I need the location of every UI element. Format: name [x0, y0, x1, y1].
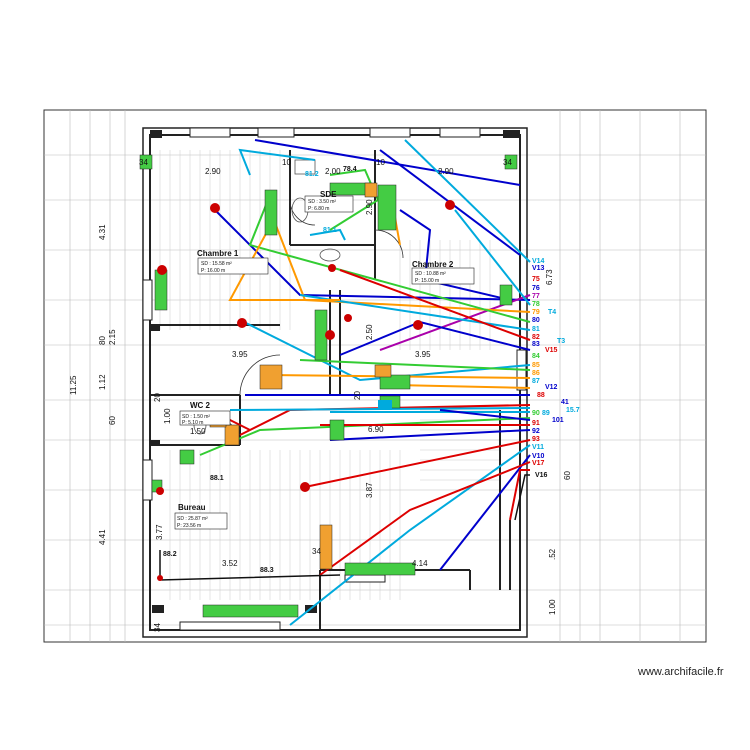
dim-34a: 34	[139, 158, 148, 167]
circuit-label: 93	[532, 436, 540, 443]
circuit-label: T4	[548, 309, 556, 316]
dim-395a: 3.95	[232, 350, 248, 359]
dim-414: 4.14	[412, 559, 428, 568]
point-label-784: 78.4	[343, 166, 357, 173]
circuit-label: 79	[532, 309, 540, 316]
circuit-label: 76	[532, 285, 540, 292]
circuit-label: 87	[532, 378, 540, 385]
dim-690: 6.90	[368, 425, 384, 434]
circuit-label: 80	[532, 317, 540, 324]
circuit-label: 85	[532, 362, 540, 369]
room-perim-bureau: P: 23.56 m	[177, 523, 201, 529]
room-name-chambre2: Chambre 2	[412, 260, 454, 269]
circuit-label: 15.7	[566, 407, 580, 414]
circuit-label: 89	[542, 410, 550, 417]
circuit-label: 84	[532, 353, 540, 360]
circuit-label: V15	[545, 347, 558, 354]
dim-20a: 20	[153, 393, 162, 402]
dim-377: 3.77	[155, 524, 164, 540]
circuit-label: 86	[532, 370, 540, 377]
watermark: www.archifacile.fr	[638, 666, 724, 678]
room-name-bureau: Bureau	[178, 503, 206, 512]
circuit-label: 101	[552, 417, 564, 424]
circuit-label: 82	[532, 334, 540, 341]
dim-441: 4.41	[98, 529, 107, 545]
room-perim-chambre1: P: 16.00 m	[201, 268, 225, 274]
point-label-883: 88.3	[260, 567, 274, 574]
dim-673: 6.73	[545, 269, 554, 285]
dim-250: 2.50	[365, 324, 374, 340]
circuit-label: 92	[532, 428, 540, 435]
room-perim-chambre2: P: 15.00 m	[415, 278, 439, 284]
outlets-green	[139, 154, 518, 618]
room-area-bureau: SD : 25.87 m²	[177, 516, 208, 522]
circuit-label: V11	[532, 444, 544, 451]
dim-112: 1.12	[98, 374, 107, 390]
room-name-wc2: WC 2	[190, 401, 211, 410]
room-name-chambre1: Chambre 1	[197, 249, 239, 258]
circuit-label: V14	[532, 258, 545, 265]
dim-r60: 60	[563, 471, 572, 480]
dim-34b: 34	[503, 158, 512, 167]
dim-352: 3.52	[222, 559, 238, 568]
circuit-label: 83	[532, 341, 540, 348]
circuit-label: 81	[532, 326, 540, 333]
point-label-812: 81.2	[305, 171, 319, 178]
room-perim-sde: P: 6.80 m	[308, 206, 329, 212]
circuit-label: 75	[532, 276, 540, 283]
circuit-label: V12	[545, 384, 558, 391]
dim-10b: 10	[376, 158, 385, 167]
dim-top-left: 2.90	[205, 167, 221, 176]
dim-290b: 2.90	[365, 199, 374, 215]
circuit-label: V17	[532, 460, 545, 467]
dim-80: 80	[98, 336, 107, 345]
dim-34c: 34	[153, 623, 162, 632]
circuit-label: V10	[532, 453, 545, 460]
dim-34d: 34	[312, 547, 321, 556]
dim-387: 3.87	[365, 482, 374, 498]
circuit-label: V13	[532, 265, 545, 272]
room-info-boxes	[174, 195, 475, 530]
dim-431: 4.31	[98, 224, 107, 240]
circuit-label: 77	[532, 293, 540, 300]
point-label-881: 88.1	[210, 475, 224, 482]
dim-top-mid: 2.00	[325, 167, 341, 176]
circuit-label: T3	[557, 338, 565, 345]
room-area-chambre1: SD : 15.58 m²	[201, 261, 232, 267]
dim-top-right: 2.90	[438, 167, 454, 176]
light-points	[156, 200, 455, 581]
switches-orange	[209, 182, 392, 570]
room-area-sde: SD : 3.50 m²	[308, 199, 336, 205]
circuit-label: 90	[532, 410, 540, 417]
dim-150: 1.50	[190, 427, 206, 436]
room-area-wc2: SD : 1.50 m²	[182, 414, 210, 420]
dim-r100: 1.00	[548, 599, 557, 615]
panel-rail	[378, 400, 392, 410]
drawing-frame	[43, 109, 707, 643]
dim-52: .52	[548, 548, 557, 560]
circuit-wires	[159, 139, 531, 626]
room-perim-wc2: P: 5.10 m	[182, 420, 203, 426]
room-name-sde: SDE	[320, 190, 337, 199]
circuit-label: 91	[532, 420, 540, 427]
point-label-882: 88.2	[163, 551, 177, 558]
circuit-label: 78	[532, 301, 540, 308]
circuit-label: V16	[535, 472, 548, 479]
dim-215: 2.15	[108, 329, 117, 345]
circuit-label: 88	[537, 392, 545, 399]
dim-395b: 3.95	[415, 350, 431, 359]
grid-lines	[44, 110, 706, 642]
circuit-label: 41	[561, 399, 569, 406]
point-label-811: 81.1	[323, 227, 337, 234]
dim-1125: 11.25	[69, 375, 78, 395]
room-area-chambre2: SD : 10.88 m²	[415, 271, 446, 277]
dim-20b: 20	[353, 391, 362, 400]
dim-60: 60	[108, 416, 117, 425]
dim-10a: 10	[282, 158, 291, 167]
dim-100: 1.00	[163, 408, 172, 424]
